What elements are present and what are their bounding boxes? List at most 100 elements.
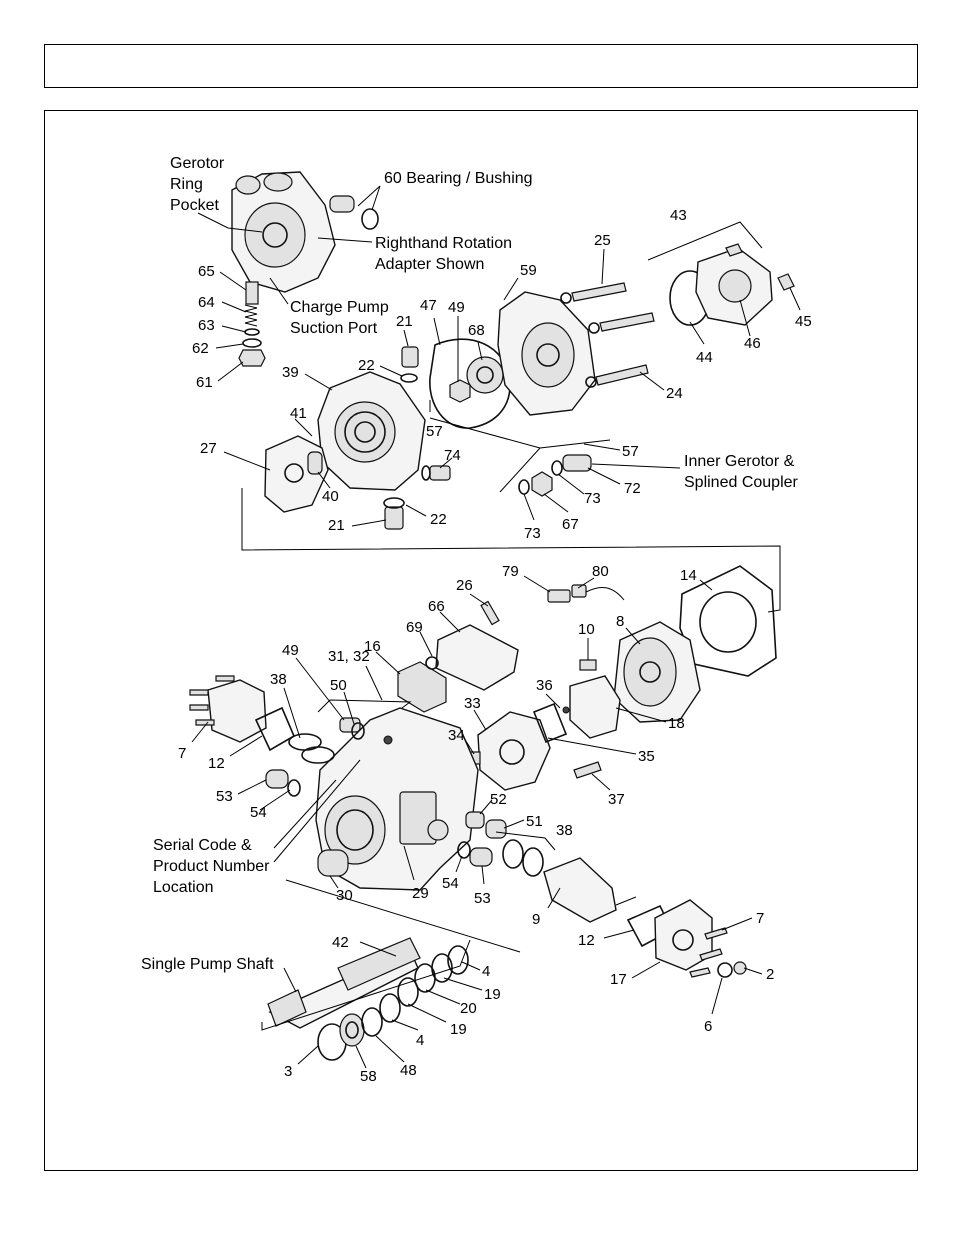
callout-8: 8 [616, 613, 624, 630]
callout-34: 34 [448, 727, 465, 744]
part-6-washer [717, 962, 733, 978]
callout-10: 10 [578, 621, 595, 638]
lead-20 [425, 989, 461, 1005]
part-7-bolt-right-2 [699, 948, 723, 961]
lead-26 [469, 593, 489, 607]
callout-64: 64 [198, 294, 215, 311]
diagram-frame [44, 110, 918, 1171]
callout-12-right: 12 [578, 932, 595, 949]
part-25-bolt-2 [599, 312, 655, 332]
lead-righthand [317, 237, 373, 243]
callout-79: 79 [502, 563, 519, 580]
lead-30 [329, 875, 339, 889]
callout-68: 68 [468, 322, 485, 339]
part-68-gerotor-center [476, 366, 494, 384]
lead-72 [587, 467, 621, 485]
callout-41: 41 [290, 405, 307, 422]
callout-31-32: 31, 32 [328, 648, 370, 665]
callout-9: 9 [532, 911, 540, 928]
part-17-boss [672, 929, 694, 951]
part-46-cover-boss [718, 269, 752, 303]
part-29-side-port [427, 819, 449, 841]
part-40-bearing [307, 451, 323, 475]
part-54-right [457, 841, 471, 859]
part-left-cover [207, 679, 267, 743]
lead-19a [443, 977, 483, 991]
lead-48 [375, 1035, 405, 1063]
lead-35 [547, 737, 637, 755]
lead-17 [631, 961, 661, 979]
callout-25: 25 [594, 232, 611, 249]
lead-16 [375, 651, 401, 675]
lead-62 [215, 343, 244, 349]
part-7-bolt-right-3 [689, 967, 711, 978]
bracket-shaft-bottom [261, 939, 471, 1031]
callout-39: 39 [282, 364, 299, 381]
callout-53-left: 53 [216, 788, 233, 805]
lead-34 [463, 737, 475, 755]
lead-45 [789, 287, 801, 311]
leader-lines [191, 185, 801, 1069]
lead-29 [403, 845, 415, 881]
part-48-ring [361, 1007, 383, 1037]
part-79-sensor [547, 589, 571, 603]
lead-38a [283, 687, 301, 739]
label-serial-3: Location [153, 879, 214, 896]
lead-25 [601, 248, 605, 285]
part-60-bearing [361, 208, 379, 230]
callout-59: 59 [520, 262, 537, 279]
label-gerotor-1: Gerotor [170, 155, 225, 172]
lead-charge [269, 277, 289, 305]
lead-47 [433, 317, 441, 346]
callout-73-left: 73 [524, 525, 541, 542]
callout-19-bottom: 19 [450, 1021, 467, 1038]
label-charge-2: Suction Port [290, 320, 378, 337]
lead-14 [699, 579, 713, 591]
part-49-bushing [339, 717, 361, 733]
bracket-inner-group [499, 439, 611, 493]
lead-4b [391, 1019, 419, 1031]
part-59-bore [521, 322, 575, 388]
callout-65: 65 [198, 263, 215, 280]
lead-serial-1 [273, 779, 337, 849]
lead-69 [419, 631, 433, 657]
part-74-seal [421, 465, 431, 481]
adapter-bore [244, 202, 306, 268]
callout-21-top: 21 [396, 313, 413, 330]
lead-52 [479, 799, 493, 815]
part-35-plate [532, 702, 568, 744]
parts [189, 171, 795, 1061]
callout-53-right: 53 [474, 890, 491, 907]
lead-22b [405, 504, 427, 517]
lead-gerotor [197, 212, 263, 233]
connector-line [241, 488, 781, 613]
lead-19b [407, 1003, 447, 1023]
callout-4-bottom: 4 [416, 1032, 424, 1049]
callout-7-left: 7 [178, 745, 186, 762]
part-59-bore-inner [536, 343, 560, 367]
callout-19-top: 19 [484, 986, 501, 1003]
callout-72: 72 [624, 480, 641, 497]
lead-73a [523, 493, 535, 521]
callout-47: 47 [420, 297, 437, 314]
part-63 [244, 328, 260, 336]
callout-62: 62 [192, 340, 209, 357]
lead-40 [317, 471, 331, 489]
lead-3 [297, 1045, 319, 1065]
lead-39 [304, 373, 333, 391]
bracket-shaft-top [285, 879, 521, 953]
lead-53b [481, 865, 485, 885]
lead-60a [357, 185, 381, 207]
part-62 [242, 338, 262, 348]
callout-66: 66 [428, 598, 445, 615]
callout-35: 35 [638, 748, 655, 765]
part-19-ring-lower [397, 977, 419, 1007]
line-to-inner-group [429, 417, 541, 449]
part-51 [485, 819, 507, 839]
lead-60b [371, 185, 381, 211]
callout-51: 51 [526, 813, 543, 830]
part-31-32-plug [383, 735, 393, 745]
part-74 [429, 465, 451, 481]
callout-58: 58 [360, 1068, 377, 1085]
part-52 [465, 811, 485, 829]
